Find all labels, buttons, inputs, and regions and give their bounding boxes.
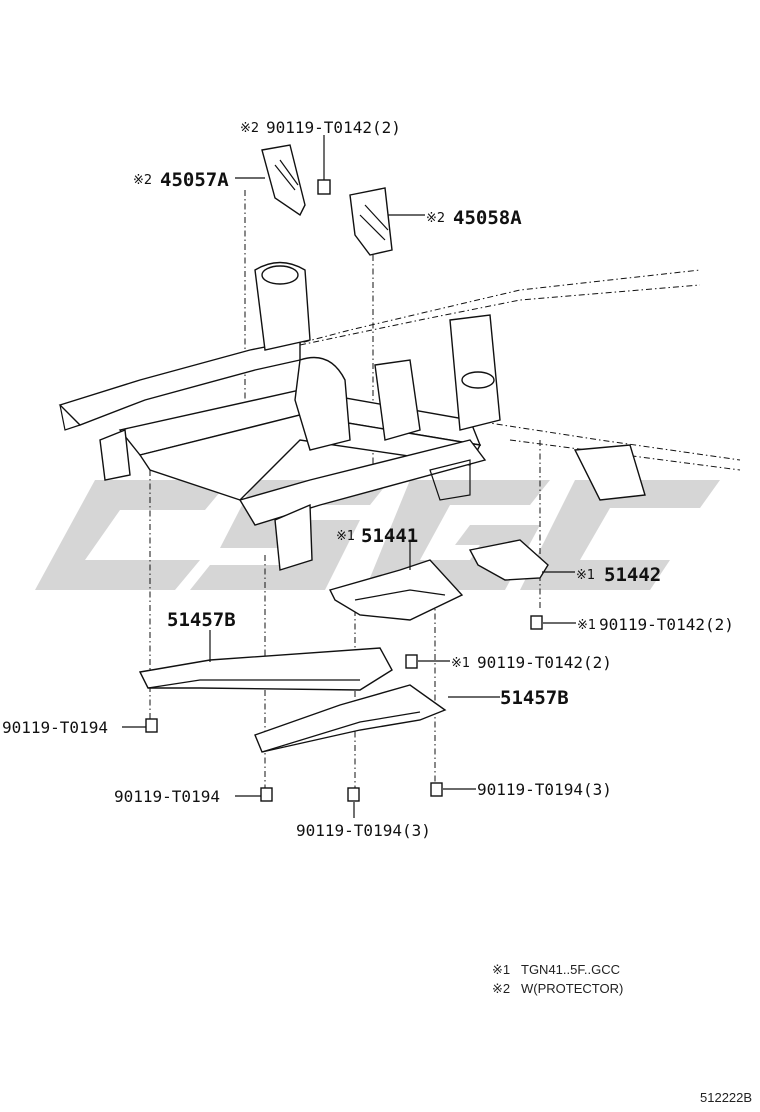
callout-51442: ※1 51442 (576, 564, 661, 586)
legend-notes: ※1 TGN41..5F..GCC ※2 W(PROTECTOR) (492, 962, 623, 996)
note-mark: ※1 (492, 962, 510, 977)
note-text: W(PROTECTOR) (521, 981, 623, 996)
callout-51457b-upper: 51457B (167, 609, 236, 631)
callout-51457b-lower: 51457B (500, 687, 569, 709)
part-number: 90119-T0194(3) (296, 821, 431, 840)
callout-45057a: ※2 45057A (133, 169, 229, 191)
front-crossmember (58, 261, 646, 571)
note-mark: ※2 (240, 121, 259, 136)
part-number: 90119-T0194 (114, 787, 220, 806)
note-mark: ※2 (133, 173, 152, 188)
note-mark: ※2 (426, 211, 445, 226)
callout-90119-t0194-left: 90119-T0194 (2, 718, 108, 737)
under-cover-51441 (328, 559, 464, 621)
note-mark: ※1 (451, 656, 470, 671)
note-text: TGN41..5F..GCC (521, 962, 620, 977)
callout-90119-t0142-right: ※1 90119-T0142(2) (577, 615, 734, 634)
part-number: 90119-T0194(3) (477, 780, 612, 799)
part-number: 51441 (361, 525, 418, 547)
part-number: 45058A (453, 207, 522, 229)
note-mark: ※1 (576, 568, 595, 583)
part-number: 51442 (604, 564, 661, 586)
callout-90119-t0142-mid: ※1 90119-T0142(2) (451, 653, 612, 672)
part-number: 90119-T0142(2) (599, 615, 734, 634)
callout-90119-t0194-bottom: 90119-T0194(3) (296, 821, 431, 840)
leader-lines (122, 177, 576, 818)
callout-90119-t0194-right: 90119-T0194(3) (477, 780, 612, 799)
crossmember-51457b-lower (254, 684, 447, 753)
callout-90119-t0194-mid: 90119-T0194 (114, 787, 220, 806)
crossmember-51457b-upper (138, 647, 393, 691)
part-number: 51457B (167, 609, 236, 631)
protector-bracket-45058a (349, 187, 393, 256)
callout-45058a: ※2 45058A (426, 207, 522, 229)
bolt-set (145, 615, 543, 802)
part-number: 90119-T0142(2) (477, 653, 612, 672)
note-mark: ※1 (577, 618, 596, 633)
part-number: 90119-T0142(2) (266, 118, 401, 137)
callout-90119-t0142-top: ※2 90119-T0142(2) (240, 118, 401, 137)
part-number: 45057A (160, 169, 229, 191)
part-number: 90119-T0194 (2, 718, 108, 737)
note-mark: ※2 (492, 981, 510, 996)
callout-51441: ※1 51441 (336, 525, 418, 547)
part-number: 51457B (500, 687, 569, 709)
under-cover-51442 (468, 539, 549, 581)
note-mark: ※1 (336, 529, 355, 544)
bolt-top (317, 135, 331, 195)
diagram-id: 512222B (700, 1090, 752, 1105)
protector-bracket-45057a (261, 144, 306, 217)
